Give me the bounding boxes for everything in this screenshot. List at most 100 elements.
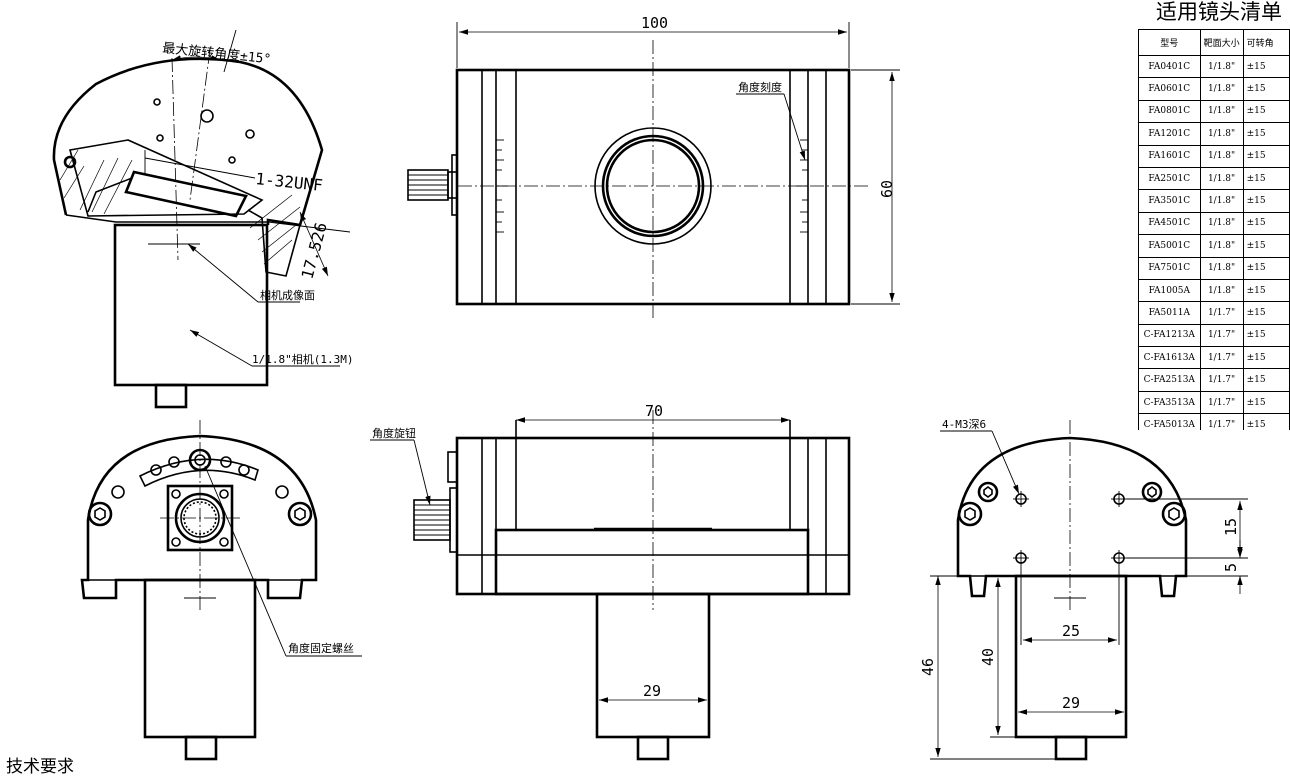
cell-rotation: ±15 — [1242, 166, 1290, 191]
cell-sensor-size: 1/1.8" — [1199, 144, 1244, 168]
cell-model: C-FA5013A — [1138, 413, 1201, 430]
dim-body-width-29: 29 — [643, 682, 661, 700]
front-view: 100 60 — [407, 14, 900, 320]
cell-rotation: ±15 — [1242, 77, 1290, 101]
sensor-plane-label: 相机成像面 — [260, 288, 315, 302]
cell-sensor-size: 1/1.8" — [1199, 256, 1244, 280]
cell-model: FA7501C — [1138, 256, 1201, 280]
cell-model: C-FA3513A — [1138, 390, 1201, 415]
cell-rotation: ±15 — [1242, 189, 1290, 213]
cell-model: FA3501C — [1138, 189, 1201, 213]
cell-sensor-size: 1/1.7" — [1199, 301, 1244, 325]
cell-sensor-size: 1/1.8" — [1199, 189, 1244, 213]
cell-sensor-size: 1/1.8" — [1199, 77, 1244, 101]
cell-rotation: ±15 — [1242, 256, 1290, 280]
dim-46: 46 — [919, 658, 937, 676]
cell-rotation: ±15 — [1242, 368, 1290, 392]
header-sensor-size: 靶面大小 — [1199, 29, 1244, 56]
camera-label: 1/1.8"相机(1.3M) — [252, 352, 353, 366]
max-rotation-label: 最大旋转角度±15° — [162, 40, 272, 67]
side-view-left: 角度固定螺丝 — [80, 420, 362, 761]
cell-rotation: ±15 — [1242, 301, 1290, 325]
hole-label: 4-M3深6 — [942, 418, 986, 431]
cell-sensor-size: 1/1.8" — [1199, 99, 1244, 124]
dim-height-60: 60 — [878, 180, 896, 198]
cell-model: FA1601C — [1138, 144, 1201, 168]
cell-rotation: ±15 — [1242, 234, 1290, 258]
cell-rotation: ±15 — [1242, 323, 1290, 348]
lock-screw-label: 角度固定螺丝 — [288, 641, 354, 655]
cell-rotation: ±15 — [1242, 144, 1290, 168]
header-rotation: 可转角 — [1242, 29, 1290, 56]
cell-sensor-size: 1/1.7" — [1199, 390, 1244, 415]
cell-rotation: ±15 — [1242, 413, 1290, 430]
cell-model: FA4501C — [1138, 211, 1201, 236]
cell-sensor-size: 1/1.8" — [1199, 122, 1244, 146]
cell-model: FA5011A — [1138, 301, 1201, 325]
cell-model: FA1005A — [1138, 278, 1201, 303]
cell-sensor-size: 1/1.8" — [1199, 278, 1244, 303]
cell-model: C-FA1213A — [1138, 323, 1201, 348]
scale-label: 角度刻度 — [738, 80, 782, 94]
thread-label: 1-32UNF — [255, 169, 324, 195]
cell-model: FA0601C — [1138, 77, 1201, 101]
cell-sensor-size: 1/1.8" — [1199, 166, 1244, 191]
cell-model: FA0401C — [1138, 54, 1201, 79]
dim-5: 5 — [1222, 563, 1240, 572]
cell-sensor-size: 1/1.7" — [1199, 368, 1244, 392]
cell-sensor-size: 1/1.7" — [1199, 346, 1244, 370]
cell-sensor-size: 1/1.7" — [1199, 413, 1244, 430]
side-view-right: 4-M3深6 15 5 25 29 40 46 — [919, 418, 1248, 761]
cell-rotation: ±15 — [1242, 99, 1290, 124]
cell-rotation: ±15 — [1242, 211, 1290, 236]
cell-sensor-size: 1/1.8" — [1199, 234, 1244, 258]
tech-requirements-heading: 技术要求 — [6, 757, 74, 777]
cell-rotation: ±15 — [1242, 122, 1290, 146]
cell-model: FA0801C — [1138, 99, 1201, 124]
cell-rotation: ±15 — [1242, 278, 1290, 303]
knob-label: 角度旋钮 — [372, 426, 416, 440]
dim-width-100: 100 — [641, 14, 668, 32]
table-header-row: 型号 靶面大小 可转角 — [1138, 29, 1290, 56]
cell-rotation: ±15 — [1242, 346, 1290, 370]
cell-model: FA2501C — [1138, 166, 1201, 191]
cell-rotation: ±15 — [1242, 54, 1290, 79]
dim-29: 29 — [1062, 694, 1080, 712]
cell-model: C-FA2513A — [1138, 368, 1201, 392]
cell-sensor-size: 1/1.7" — [1199, 323, 1244, 348]
cell-model: FA1201C — [1138, 122, 1201, 146]
cell-rotation: ±15 — [1242, 390, 1290, 415]
cell-model: C-FA1613A — [1138, 346, 1201, 370]
cell-sensor-size: 1/1.8" — [1199, 211, 1244, 236]
dim-inner-width-70: 70 — [645, 402, 663, 420]
lens-list-title: 适用镜头清单 — [1156, 0, 1282, 24]
dim-25: 25 — [1062, 622, 1080, 640]
dim-15: 15 — [1222, 518, 1240, 536]
header-model: 型号 — [1138, 29, 1201, 56]
top-view: 最大旋转角度±15° 1-32UNF 17.526 相机成像面 1/1.8"相机… — [52, 29, 353, 409]
dim-40: 40 — [979, 648, 997, 666]
cell-model: FA5001C — [1138, 234, 1201, 258]
side-view-middle: 70 角度旋钮 29 — [370, 402, 851, 761]
cell-sensor-size: 1/1.8" — [1199, 54, 1244, 79]
